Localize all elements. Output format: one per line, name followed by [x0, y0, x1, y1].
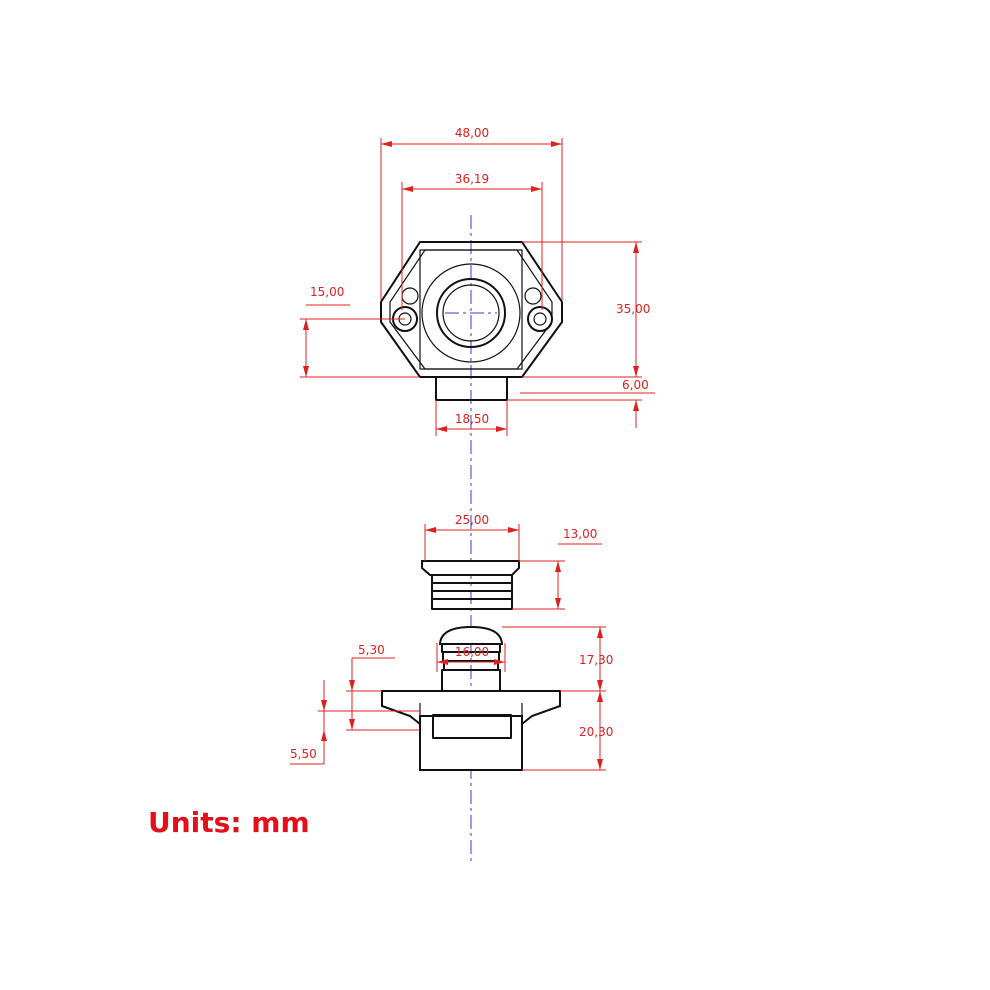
- top-view-button-inner: [442, 284, 500, 342]
- dim-boss-height-label: 6,00: [622, 378, 649, 392]
- top-view-housing: [419, 249, 523, 370]
- dim-boss-height: 6,00: [507, 378, 655, 428]
- latch-housing: [419, 715, 523, 771]
- dim-button-width-label: 16,00: [455, 645, 489, 659]
- bezel-ring: [421, 560, 520, 610]
- dim-bezel-width: 25,00: [424, 513, 520, 561]
- dim-body-depth: 20,30: [522, 691, 613, 771]
- left-slot: [401, 287, 419, 305]
- latch-side-view: [381, 625, 561, 771]
- top-view-button: [436, 278, 506, 348]
- dim-button-height-label: 17,30: [579, 653, 613, 667]
- dim-body-depth-label: 20,30: [579, 725, 613, 739]
- dim-flange-thickness: 5,50: [290, 680, 420, 765]
- bezel-ring-4: [431, 598, 513, 610]
- dim-button-height: 17,30: [502, 626, 613, 692]
- dim-button-width: 16,00: [436, 643, 506, 672]
- dim-body-height: 35,00: [522, 241, 650, 378]
- dim-flange-offset-label: 5,30: [358, 643, 385, 657]
- dim-hole-height-label: 15,00: [310, 285, 344, 299]
- right-mounting-hole: [527, 306, 553, 332]
- dim-hole-spacing: 36,19: [401, 172, 543, 310]
- bezel-ring-2: [431, 582, 513, 592]
- dim-bezel-height-label: 13,00: [563, 527, 597, 541]
- dim-bezel-height: 13,00: [512, 527, 602, 610]
- bezel-flange: [421, 560, 520, 576]
- dim-boss-width-label: 18,50: [455, 412, 489, 426]
- dim-hole-height: 15,00: [300, 285, 420, 378]
- dim-bezel-width-label: 25,00: [455, 513, 489, 527]
- dim-flange-thickness-label: 5,50: [290, 747, 317, 761]
- right-mounting-hole-inner: [533, 312, 547, 326]
- dim-overall-width: 48,00: [380, 126, 563, 300]
- push-button-head: [438, 625, 504, 645]
- units-label: Units: mm: [148, 806, 310, 839]
- dim-flange-offset: 5,30: [346, 643, 420, 731]
- bezel-ring-1: [431, 574, 513, 584]
- top-view-cylinder-outer: [421, 263, 521, 363]
- bezel-ring-3: [431, 590, 513, 600]
- right-slot: [524, 287, 542, 305]
- latch-window: [432, 714, 512, 739]
- dim-boss-width: 18,50: [435, 400, 508, 436]
- dim-overall-width-label: 48,00: [455, 126, 489, 140]
- dim-hole-spacing-label: 36,19: [455, 172, 489, 186]
- dim-body-height-label: 35,00: [616, 302, 650, 316]
- top-view-boss: [435, 376, 508, 401]
